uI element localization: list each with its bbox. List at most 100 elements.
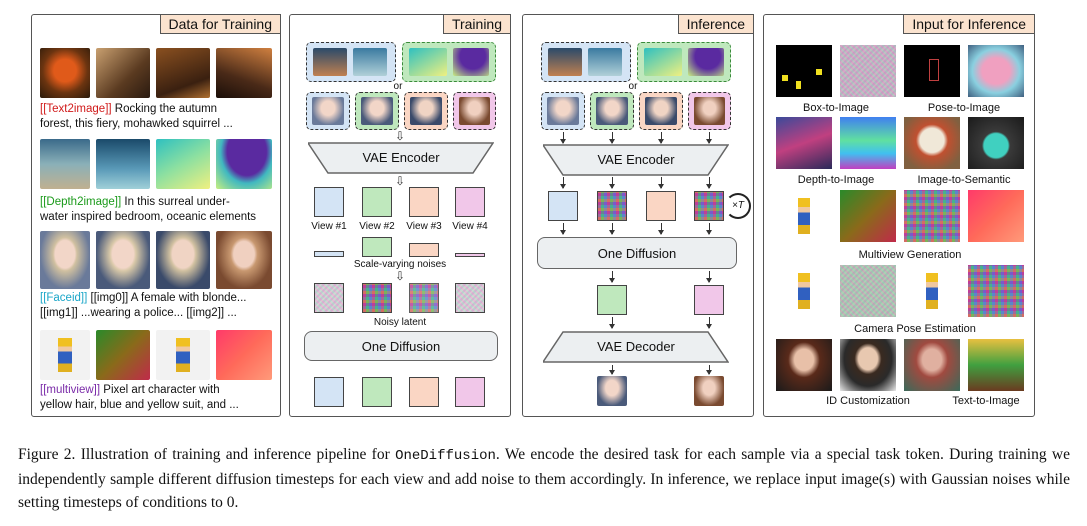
panel-training: Training or ⇩ VAE Encoder ⇩ View #1 View… xyxy=(289,14,511,417)
vae-decoder-label: VAE Decoder xyxy=(597,339,675,354)
label-image-to-semantic: Image-to-Semantic xyxy=(917,174,1011,186)
face-thumb xyxy=(645,97,677,125)
view-label-2: View #2 xyxy=(359,221,395,232)
panel-header: Training xyxy=(442,14,511,34)
hollow-arrow-down-icon: ⇩ xyxy=(395,174,406,188)
image-pair-box xyxy=(306,42,396,82)
arrow-down-icon xyxy=(609,177,615,189)
ray-map-1 xyxy=(96,330,150,380)
box-layout-map xyxy=(776,45,832,97)
label-multiview-generation: Multiview Generation xyxy=(858,249,962,261)
depth-pair-box xyxy=(402,42,496,82)
caption-model-name: OneDiffusion xyxy=(395,448,496,464)
photo-face-4 xyxy=(216,231,272,289)
noisy-latent-1 xyxy=(314,283,344,313)
latent-view-2 xyxy=(362,187,392,217)
caption-faceid: [[Faceid]] [[img0]] A female with blonde… xyxy=(40,291,246,321)
depth-map-1 xyxy=(156,139,210,189)
view-label-3: View #3 xyxy=(406,221,442,232)
face-view-4 xyxy=(688,92,731,130)
task-tag-multiview: [[multiview]] xyxy=(40,384,101,396)
photo-forest-scene xyxy=(968,339,1024,391)
face-thumb xyxy=(547,97,579,125)
panel-inference: Inference or VAE Encoder ×T One Diffusio… xyxy=(522,14,754,417)
ray-map-2 xyxy=(216,330,272,380)
pose-skeleton xyxy=(929,59,939,81)
panel-data-for-training: Data for Training [[Text2image]] Rocking… xyxy=(31,14,281,417)
photo-squirrel-forest xyxy=(156,48,210,98)
photo-face-1 xyxy=(40,231,90,289)
decoded-face-1 xyxy=(597,376,627,406)
arrow-down-icon xyxy=(609,317,615,329)
view-label-1: View #1 xyxy=(311,221,347,232)
photo-man-portrait xyxy=(840,339,896,391)
latent-view-3 xyxy=(409,187,439,217)
output-view-3 xyxy=(409,377,439,407)
pixel-character-figure xyxy=(58,338,72,372)
face-thumb xyxy=(694,97,725,125)
latent-view-1 xyxy=(314,187,344,217)
noisy-latent-4 xyxy=(455,283,485,313)
depth-map-city xyxy=(840,117,896,169)
task-tag-text2image: [[Text2image]] xyxy=(40,103,112,115)
noise-bar-1 xyxy=(314,251,344,257)
task-tag-depth2image: [[Depth2image]] xyxy=(40,196,122,208)
face-thumb xyxy=(361,97,393,125)
caption-line: [[img1]] ...wearing a police... [[img2]]… xyxy=(40,307,237,319)
photo-squirrel xyxy=(40,48,90,98)
depth-pair-box xyxy=(637,42,731,82)
face-view-1 xyxy=(541,92,585,130)
depth-map-2 xyxy=(216,139,272,189)
noise-input-1 xyxy=(840,45,896,97)
photo-room-a xyxy=(548,48,582,76)
loop-arrow-icon xyxy=(725,193,751,219)
caption-line: forest, this fiery, mohawked squirrel ..… xyxy=(40,118,233,130)
caption-line: Pixel art character with xyxy=(100,384,220,396)
face-view-3 xyxy=(639,92,683,130)
arrow-down-icon xyxy=(706,223,712,235)
hollow-arrow-down-icon: ⇩ xyxy=(395,269,406,283)
output-view-4 xyxy=(455,377,485,407)
photo-woman-portrait xyxy=(776,339,832,391)
noise-bar-3 xyxy=(409,243,439,257)
arrow-down-icon xyxy=(609,223,615,235)
box-mark xyxy=(796,81,801,89)
pixel-character-front xyxy=(776,265,832,317)
noisy-latent-2 xyxy=(362,283,392,313)
face-thumb xyxy=(410,97,442,125)
noise-latent-2 xyxy=(597,191,627,221)
noise-latent-4 xyxy=(694,191,724,221)
caption-line: [[img0]] A female with blonde... xyxy=(87,292,247,304)
face-thumb xyxy=(596,97,628,125)
photo-drums xyxy=(96,48,150,98)
pixel-character-figure xyxy=(176,338,190,372)
scale-noise-label: Scale-varying noises xyxy=(353,259,447,270)
one-diffusion-block: One Diffusion xyxy=(537,237,737,269)
arrow-down-icon xyxy=(609,132,615,144)
noisy-latent-label: Noisy latent xyxy=(373,317,427,328)
panel-header: Input for Inference xyxy=(903,14,1035,34)
caption-prefix: Figure 2. Illustration of training and i… xyxy=(18,446,396,463)
arrow-down-icon xyxy=(706,365,712,375)
label-camera-pose-estimation: Camera Pose Estimation xyxy=(854,323,976,335)
arrow-down-icon xyxy=(560,223,566,235)
figure-caption: Figure 2. Illustration of training and i… xyxy=(18,443,1070,514)
arrow-down-icon xyxy=(560,132,566,144)
box-mark xyxy=(782,75,788,81)
noise-bar-2 xyxy=(362,237,392,257)
panel-header: Inference xyxy=(677,14,754,34)
photo-toy-character xyxy=(904,117,960,169)
panel-header: Data for Training xyxy=(159,14,281,34)
label-depth-to-image: Depth-to-Image xyxy=(797,174,875,186)
or-label: or xyxy=(393,81,403,92)
arrow-down-icon xyxy=(560,177,566,189)
noise-input-2 xyxy=(904,190,960,242)
cond-latent-1 xyxy=(548,191,578,221)
depth-thumb-a xyxy=(644,48,682,76)
photo-face-3 xyxy=(156,231,210,289)
output-view-1 xyxy=(314,377,344,407)
photo-drummer xyxy=(216,48,272,98)
photo-face-2 xyxy=(96,231,150,289)
arrow-down-icon xyxy=(609,365,615,375)
arrow-down-icon xyxy=(706,271,712,283)
